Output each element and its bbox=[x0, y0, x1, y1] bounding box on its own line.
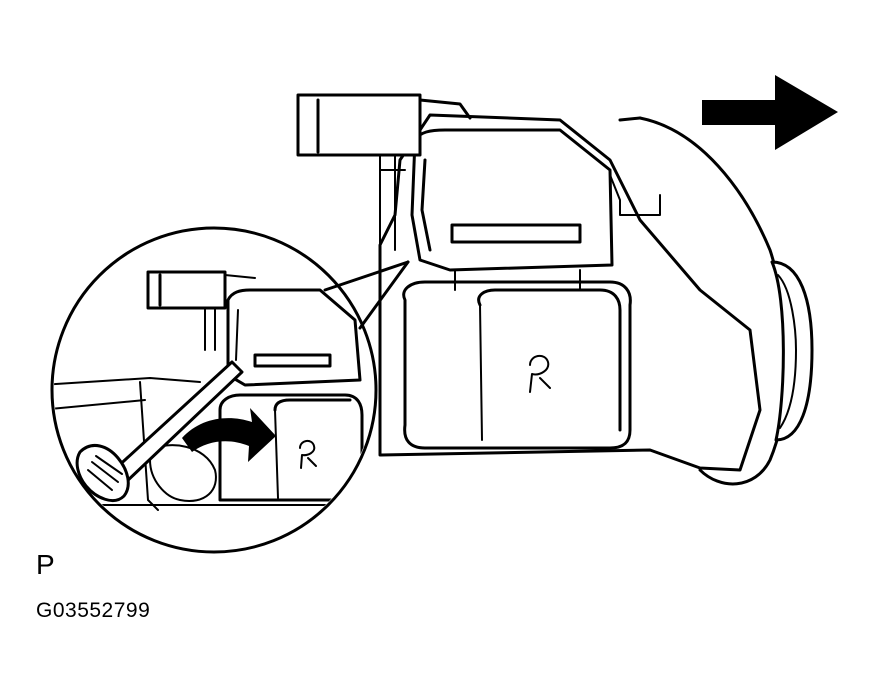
curved-arrow-icon bbox=[182, 408, 276, 462]
figure-code: G03552799 bbox=[36, 599, 151, 622]
right-arrow-icon bbox=[702, 75, 838, 150]
screwdriver-icon bbox=[75, 360, 244, 502]
position-label: P bbox=[36, 549, 55, 580]
steering-column-assembly bbox=[296, 93, 814, 486]
